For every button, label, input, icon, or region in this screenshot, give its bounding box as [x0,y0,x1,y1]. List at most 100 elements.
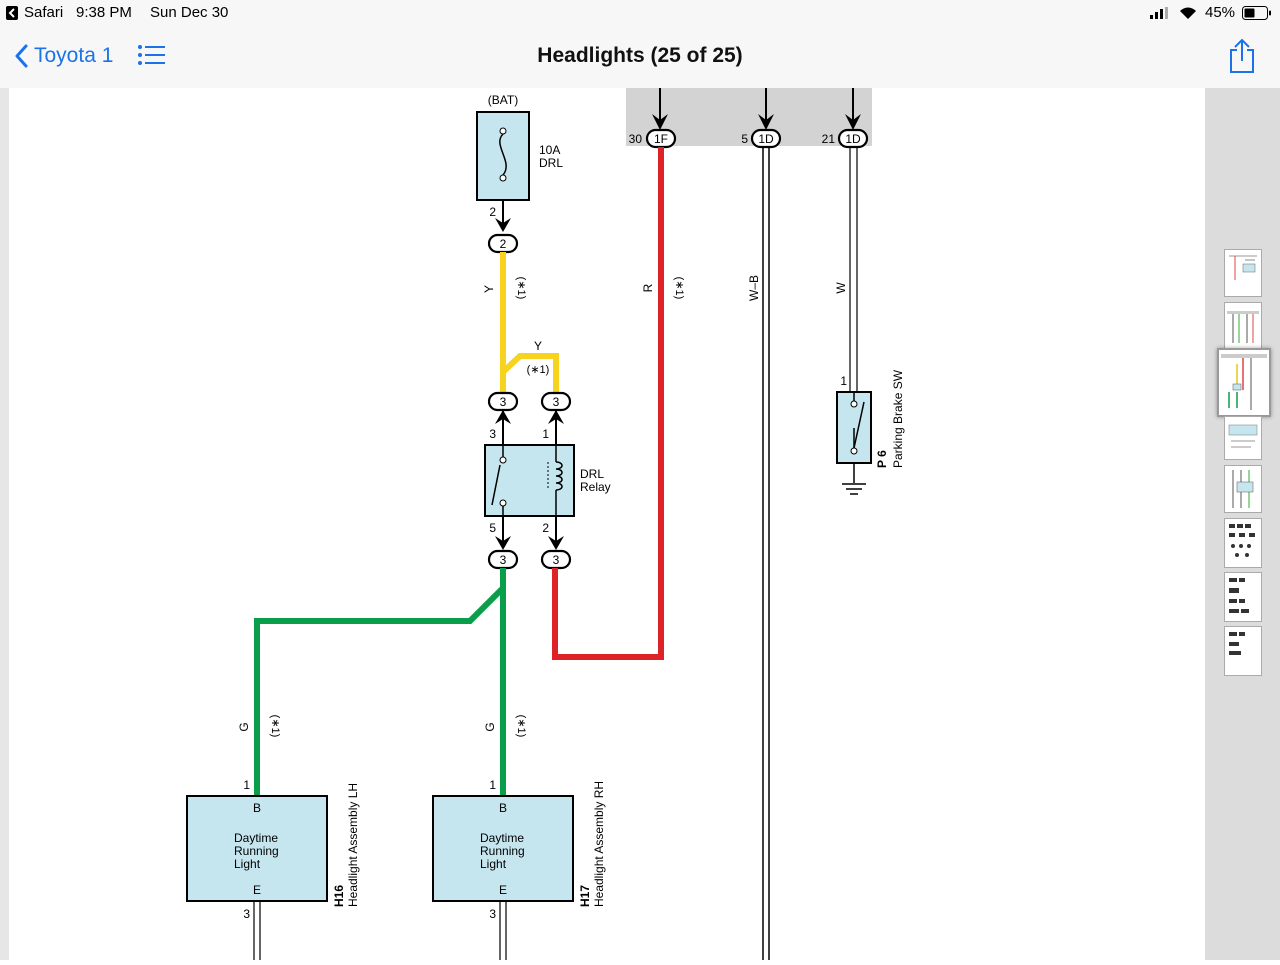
wire-r-label: R [641,283,655,292]
relay-name-line1: DRL [580,467,604,481]
chevron-left-icon [15,44,28,68]
wire-red [552,147,664,660]
relay-conn-bottom-right-id: 3 [553,553,560,567]
relay-conn-top-right-id: 3 [553,395,560,409]
connector-2-id: 2 [500,237,507,251]
relay-conn-top-left-id: 3 [500,395,507,409]
cellular-signal-icon [1150,7,1168,19]
lh-pin-top: 1 [243,778,250,792]
wire-r-note: (∗1) [673,277,685,300]
wiring-diagram: 1F 30 1D 5 1D 21 W–B W [186,88,905,960]
lh-pin-bottom: 3 [243,907,250,921]
headlight-rh-box [432,795,574,902]
parking-switch-code: P 6 [875,450,889,468]
list-icon[interactable] [138,44,166,66]
rh-code: H17 [578,885,592,907]
thumbnail-page[interactable] [1224,416,1262,460]
back-app-label[interactable]: Safari [24,4,64,21]
relay-connector-top-left: 3 [487,391,519,412]
headlight-lh-box [186,795,328,902]
relay-connector-top-right: 3 [540,391,572,412]
wire-wb-label: W–B [747,275,761,301]
relay-connector-bottom-left: 3 [487,549,519,570]
wire-wb [762,147,770,960]
rh-name: Headlight Assembly RH [592,781,606,907]
relay-pin-top-left: 3 [489,427,496,441]
connector-1d-b: 1D 21 [822,128,869,149]
fuse-pin: 2 [489,205,496,219]
wire-y-note: (∗1) [515,277,527,300]
rh-term-bottom: E [499,883,507,897]
fuse-name: DRL [539,156,563,170]
thumbnail-rail [1205,88,1280,960]
connector-1f: 1F 30 [629,128,677,149]
lh-line2: Running [234,844,279,858]
status-date: Sun Dec 30 [150,4,229,21]
thumbnail-page[interactable] [1224,626,1262,676]
connector-1d-b-pin: 21 [822,132,836,146]
status-bar: Safari 9:38 PM Sun Dec 30 45% [0,0,1280,26]
wifi-icon [1180,7,1196,19]
lh-line3: Light [234,857,261,871]
lh-term-top: B [253,801,261,815]
thumbnail-page[interactable] [1224,302,1262,350]
lh-name: Headlight Assembly LH [346,783,360,907]
relay-pin-bottom-right: 2 [542,521,549,535]
connector-1d-a-id: 1D [758,132,774,146]
fuse-drl [476,111,530,201]
connector-1f-pin: 30 [629,132,643,146]
rh-line3: Light [480,857,507,871]
fuse-rating: 10A [539,143,560,157]
wire-g-left-label: G [237,722,251,731]
rh-term-top: B [499,801,507,815]
back-button-label: Toyota 1 [34,44,114,67]
wire-yellow [500,252,559,392]
document-page[interactable]: 1F 30 1D 5 1D 21 W–B W [9,88,1205,960]
thumbnail-page[interactable] [1224,572,1262,622]
wire-g-left-note: (∗1) [269,715,281,738]
connector-1d-b-id: 1D [845,132,861,146]
drl-relay [484,444,575,517]
thumbnail-page[interactable] [1224,518,1262,568]
wire-y-branch-label: Y [534,339,542,353]
rh-pin-bottom: 3 [489,907,496,921]
wire-g-right-note: (∗1) [515,715,527,738]
connector-1f-id: 1F [654,132,668,146]
relay-name-line2: Relay [580,480,611,494]
thumbnail-page-current[interactable] [1217,348,1271,417]
parking-switch-pin: 1 [840,374,847,388]
connector-1d-a: 1D 5 [741,128,782,149]
relay-connector-bottom-right: 3 [540,549,572,570]
navigation-bar: Toyota 1 Headlights (25 of 25) [0,26,1280,89]
status-time: 9:38 PM [76,4,132,21]
top-feed-arrows [652,88,861,130]
back-to-app-icon[interactable] [6,6,18,20]
page-gutter [0,88,9,960]
parking-switch-name: Parking Brake SW [891,369,905,468]
share-icon[interactable] [1228,38,1256,74]
wire-w [849,147,858,392]
wire-w-label: W [834,282,848,294]
rh-line2: Running [480,844,525,858]
wire-g-right-label: G [483,722,497,731]
wire-green [254,568,506,796]
connector-2: 2 [487,233,519,254]
back-button[interactable]: Toyota 1 [14,40,113,72]
wire-y-branch-note: (∗1) [527,364,550,376]
relay-pin-bottom-left: 5 [489,521,496,535]
lh-code: H16 [332,885,346,907]
relay-pin-top-right: 1 [542,427,549,441]
lh-line1: Daytime [234,831,278,845]
battery-icon [1242,6,1271,20]
connector-1d-a-pin: 5 [741,132,748,146]
thumbnail-page[interactable] [1224,249,1262,297]
bat-label: (BAT) [488,93,518,107]
parking-brake-switch [836,391,872,495]
page-title: Headlights (25 of 25) [537,44,743,67]
thumbnail-page[interactable] [1224,465,1262,513]
relay-conn-bottom-left-id: 3 [500,553,507,567]
wire-y-label: Y [482,285,496,293]
battery-percent: 45% [1205,4,1236,21]
rh-pin-top: 1 [489,778,496,792]
lh-term-bottom: E [253,883,261,897]
